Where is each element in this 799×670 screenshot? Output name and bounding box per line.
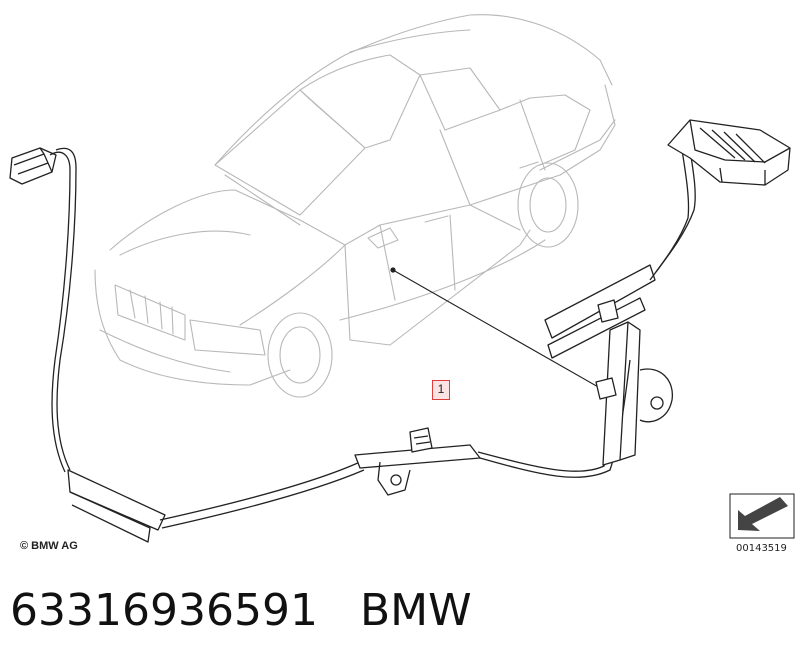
reference-icon [729, 493, 795, 539]
upper-clip [544, 264, 656, 339]
car-outline [94, 14, 616, 398]
cable-harness [9, 119, 791, 543]
brand-name: BMW [359, 585, 472, 636]
leader-line [390, 267, 601, 389]
reference-code: 00143519 [736, 543, 787, 554]
callout-label[interactable]: 1 [432, 380, 450, 400]
parts-diagram [9, 14, 795, 543]
part-number: 63316936591 [10, 585, 318, 636]
part-caption: 63316936591 BMW [10, 585, 472, 636]
copyright-text: © BMW AG [20, 540, 78, 552]
